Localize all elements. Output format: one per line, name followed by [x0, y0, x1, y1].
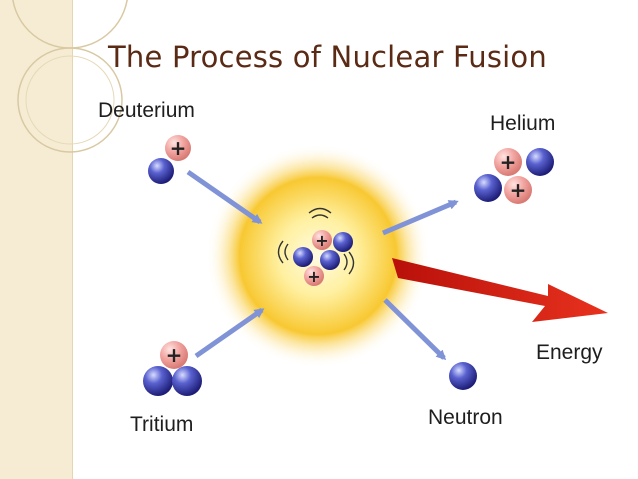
decorative-side-band: [0, 0, 73, 479]
free-neutron: [449, 362, 477, 390]
energy-arrow: [392, 258, 608, 322]
helium-label: Helium: [490, 112, 556, 135]
slide-title: The Process of Nuclear Fusion: [108, 40, 547, 74]
deuterium-nucleus: +: [148, 135, 191, 184]
tritium-nucleus: +: [143, 341, 202, 396]
neutron-label: Neutron: [428, 406, 503, 429]
tritium-arrow: [194, 307, 265, 359]
deuterium-arrow: [186, 169, 263, 225]
reaction-arrows: [186, 169, 459, 361]
deuterium-label: Deuterium: [98, 99, 195, 122]
neutron-arrow: [383, 298, 447, 361]
fusion-glow: [206, 144, 430, 368]
plus-symbol: +: [500, 150, 517, 174]
helium-arrow: [382, 199, 459, 236]
plus-symbol: +: [510, 178, 527, 202]
plus-symbol: +: [170, 136, 187, 160]
plus-symbol: +: [307, 267, 320, 286]
fusing-nuclei: + +: [277, 207, 355, 286]
tritium-label: Tritium: [130, 413, 194, 436]
energy-label: Energy: [536, 341, 603, 364]
plus-symbol: +: [166, 343, 183, 367]
decorative-rings: [12, 0, 128, 153]
plus-symbol: +: [315, 231, 328, 250]
helium-nucleus: + +: [474, 148, 554, 204]
